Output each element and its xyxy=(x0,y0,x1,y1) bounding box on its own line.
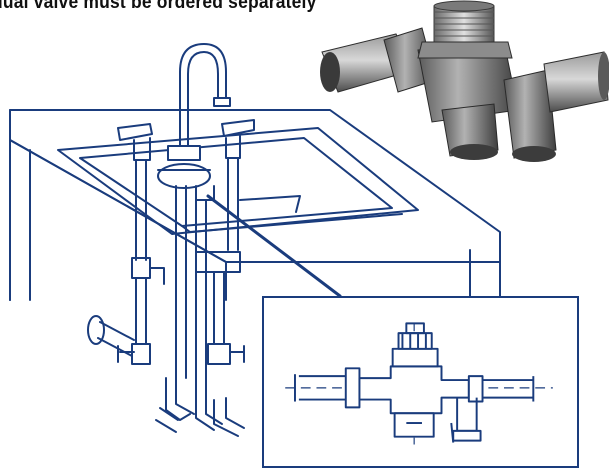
caption-text: dual valve must be ordered separately xyxy=(0,0,317,13)
valve-photo xyxy=(320,0,609,162)
dual-valve-drawing xyxy=(285,322,553,445)
valve-detail-inset xyxy=(262,296,579,468)
